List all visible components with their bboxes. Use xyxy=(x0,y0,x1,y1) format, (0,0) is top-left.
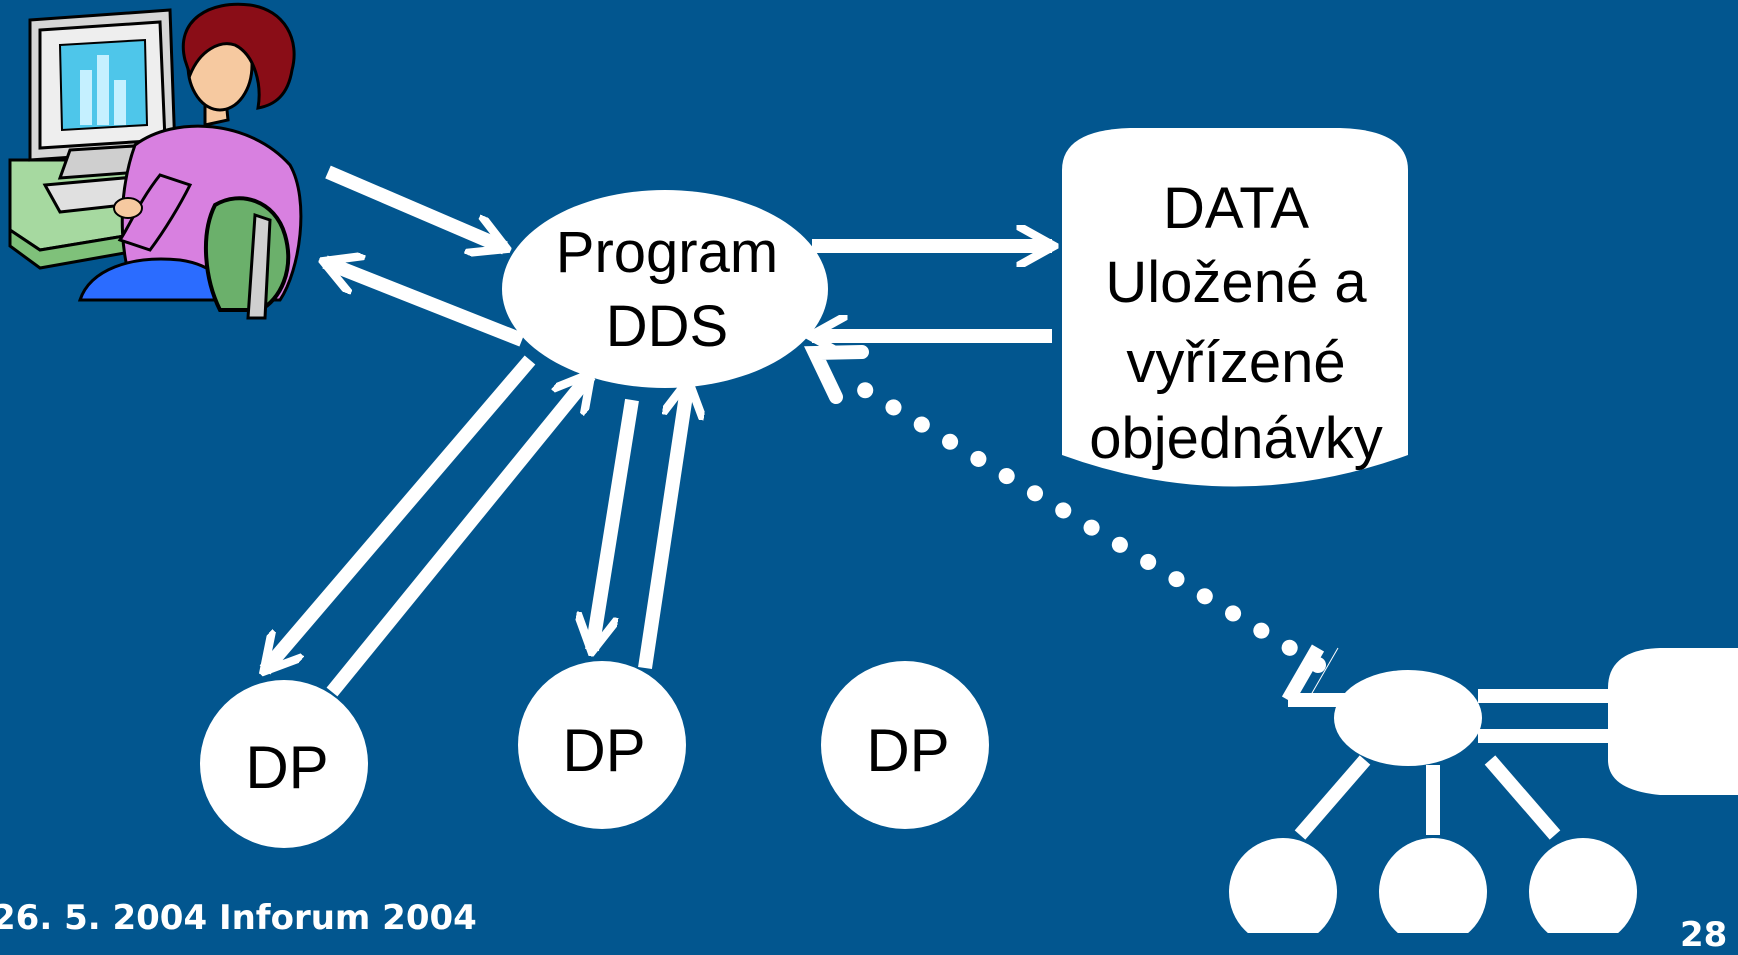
footer-date-event: 26. 5. 2004 Inforum 2004 xyxy=(0,898,477,938)
program-label-line1: Program xyxy=(556,220,778,285)
page-number: 28 xyxy=(1680,915,1728,955)
arrow-user-to-program xyxy=(325,165,505,248)
remote-network-diagram xyxy=(1229,644,1738,933)
dp-node-1: DP xyxy=(200,680,368,848)
data-label-line3: vyřízené xyxy=(1126,330,1345,395)
dp-node-1-label: DP xyxy=(245,734,328,801)
data-label-line2: Uložené a xyxy=(1105,250,1367,315)
program-dds-node: Program DDS xyxy=(502,190,828,388)
diagram-canvas: Program DDS DATA Uložené a vyřízené obje… xyxy=(8,2,1738,933)
dp-node-2: DP xyxy=(518,661,686,829)
arrow-program-to-user xyxy=(325,262,525,347)
arrow-dp1-to-program xyxy=(326,375,590,697)
arrow-dp2-to-program xyxy=(638,382,688,670)
user-at-computer-icon xyxy=(8,2,303,320)
program-label-line2: DDS xyxy=(606,294,728,359)
dp-node-3-label: DP xyxy=(866,717,949,784)
data-label-line1: DATA xyxy=(1163,176,1309,241)
dp-node-3: DP xyxy=(821,661,989,829)
data-label-line4: objednávky xyxy=(1089,406,1382,471)
dp-node-2-label: DP xyxy=(562,717,645,784)
data-store-node: DATA Uložené a vyřízené objednávky xyxy=(1062,128,1408,487)
arrow-program-to-dp1 xyxy=(265,355,536,670)
arrow-program-to-dp2 xyxy=(592,398,639,650)
dotted-link-network-to-program xyxy=(804,345,1326,673)
